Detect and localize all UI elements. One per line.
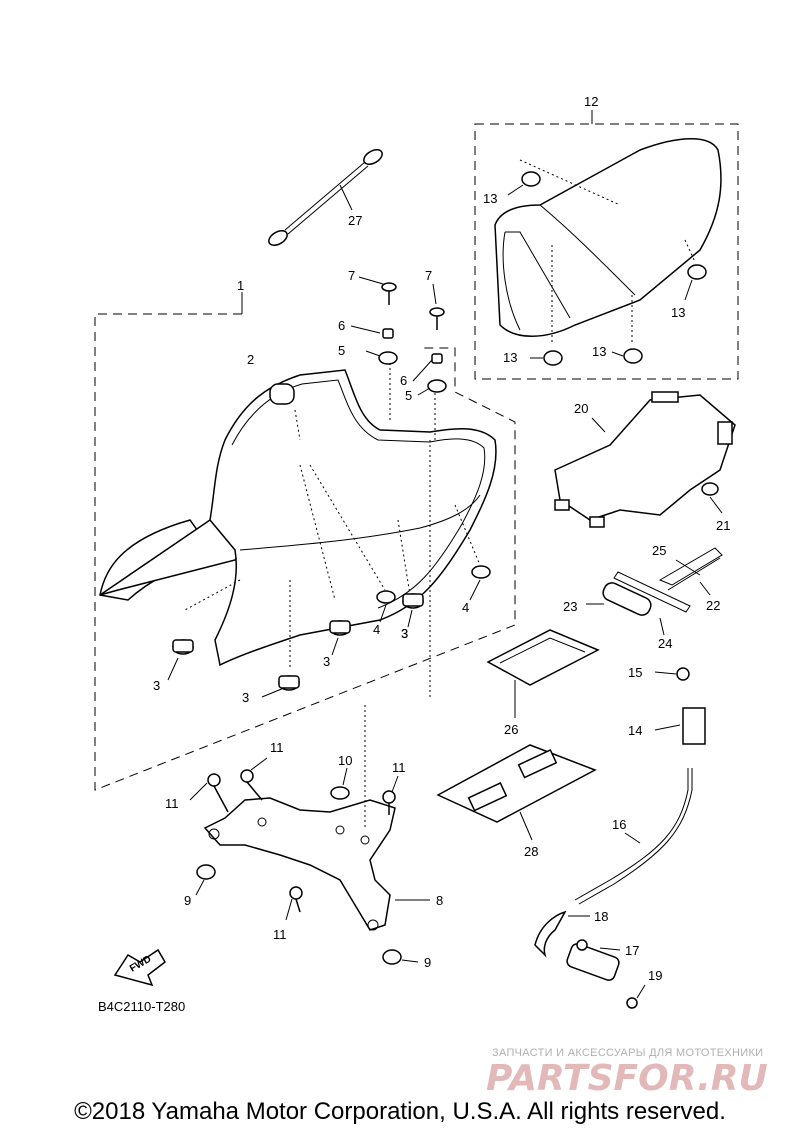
callout-20: 20 xyxy=(574,401,588,416)
main-seat xyxy=(99,360,497,670)
callout-13: 13 xyxy=(671,305,685,320)
callout-21: 21 xyxy=(716,518,730,533)
bracket-fasteners xyxy=(196,769,402,965)
callout-5: 5 xyxy=(405,388,412,403)
callout-11: 11 xyxy=(165,796,179,811)
storage-tray xyxy=(554,391,736,528)
callout-27: 27 xyxy=(348,213,362,228)
owners-manual-case xyxy=(486,629,600,718)
callout-7: 7 xyxy=(348,268,355,283)
callout-25: 25 xyxy=(652,543,666,558)
fwd-arrow-icon xyxy=(113,948,166,987)
callout-9: 9 xyxy=(184,893,191,908)
seat-dampers xyxy=(167,276,491,698)
callout-3: 3 xyxy=(323,654,330,669)
watermark-tagline: ЗАПЧАСТИ И АКСЕССУАРЫ ДЛЯ МОТОТЕХНИКИ xyxy=(492,1047,763,1059)
callout-4: 4 xyxy=(462,600,469,615)
watermark-brand: PARTSFOR.RU xyxy=(486,1058,768,1099)
seat-lock-assembly xyxy=(534,667,706,1009)
callout-13: 13 xyxy=(592,344,606,359)
seat-bracket xyxy=(203,440,431,931)
callout-22: 22 xyxy=(706,598,720,613)
tool-kit xyxy=(586,547,723,636)
callout-1: 1 xyxy=(237,278,244,293)
callout-2: 2 xyxy=(247,352,254,367)
callout-7: 7 xyxy=(425,268,432,283)
callout-16: 16 xyxy=(612,817,626,832)
callout-19: 19 xyxy=(648,968,662,983)
callout-12: 12 xyxy=(584,94,598,109)
callout-4: 4 xyxy=(373,622,380,637)
callout-26: 26 xyxy=(504,722,518,737)
callout-14: 14 xyxy=(628,723,642,738)
callout-5: 5 xyxy=(338,343,345,358)
callout-18: 18 xyxy=(594,909,608,924)
callout-11: 11 xyxy=(392,760,406,775)
callout-11: 11 xyxy=(273,927,287,942)
callout-24: 24 xyxy=(658,636,672,651)
callout-3: 3 xyxy=(153,678,160,693)
seat-lock-cable xyxy=(268,149,383,246)
callout-15: 15 xyxy=(628,665,642,680)
callout-3: 3 xyxy=(401,626,408,641)
callout-6: 6 xyxy=(338,318,345,333)
callout-9: 9 xyxy=(424,955,431,970)
callout-13: 13 xyxy=(483,191,497,206)
callout-10: 10 xyxy=(338,753,352,768)
callout-labels: 1 2 3 3 3 3 3 4 4 5 5 6 6 7 7 8 9 9 10 1… xyxy=(153,94,730,983)
callout-8: 8 xyxy=(436,893,443,908)
seat-assembly-boundary xyxy=(94,313,516,791)
copyright-notice: ©2018 Yamaha Motor Corporation, U.S.A. A… xyxy=(74,1098,726,1125)
callout-28: 28 xyxy=(524,844,538,859)
callout-3: 3 xyxy=(242,690,249,705)
callout-23: 23 xyxy=(563,599,577,614)
owners-manual xyxy=(436,744,597,841)
callout-17: 17 xyxy=(625,943,639,958)
callout-13: 13 xyxy=(503,350,517,365)
rear-seat-cover xyxy=(474,110,739,380)
callout-11: 11 xyxy=(270,740,284,755)
diagram-code: B4C2110-T280 xyxy=(98,999,185,1014)
callout-3: 3 xyxy=(401,626,408,641)
callout-6: 6 xyxy=(400,373,407,388)
